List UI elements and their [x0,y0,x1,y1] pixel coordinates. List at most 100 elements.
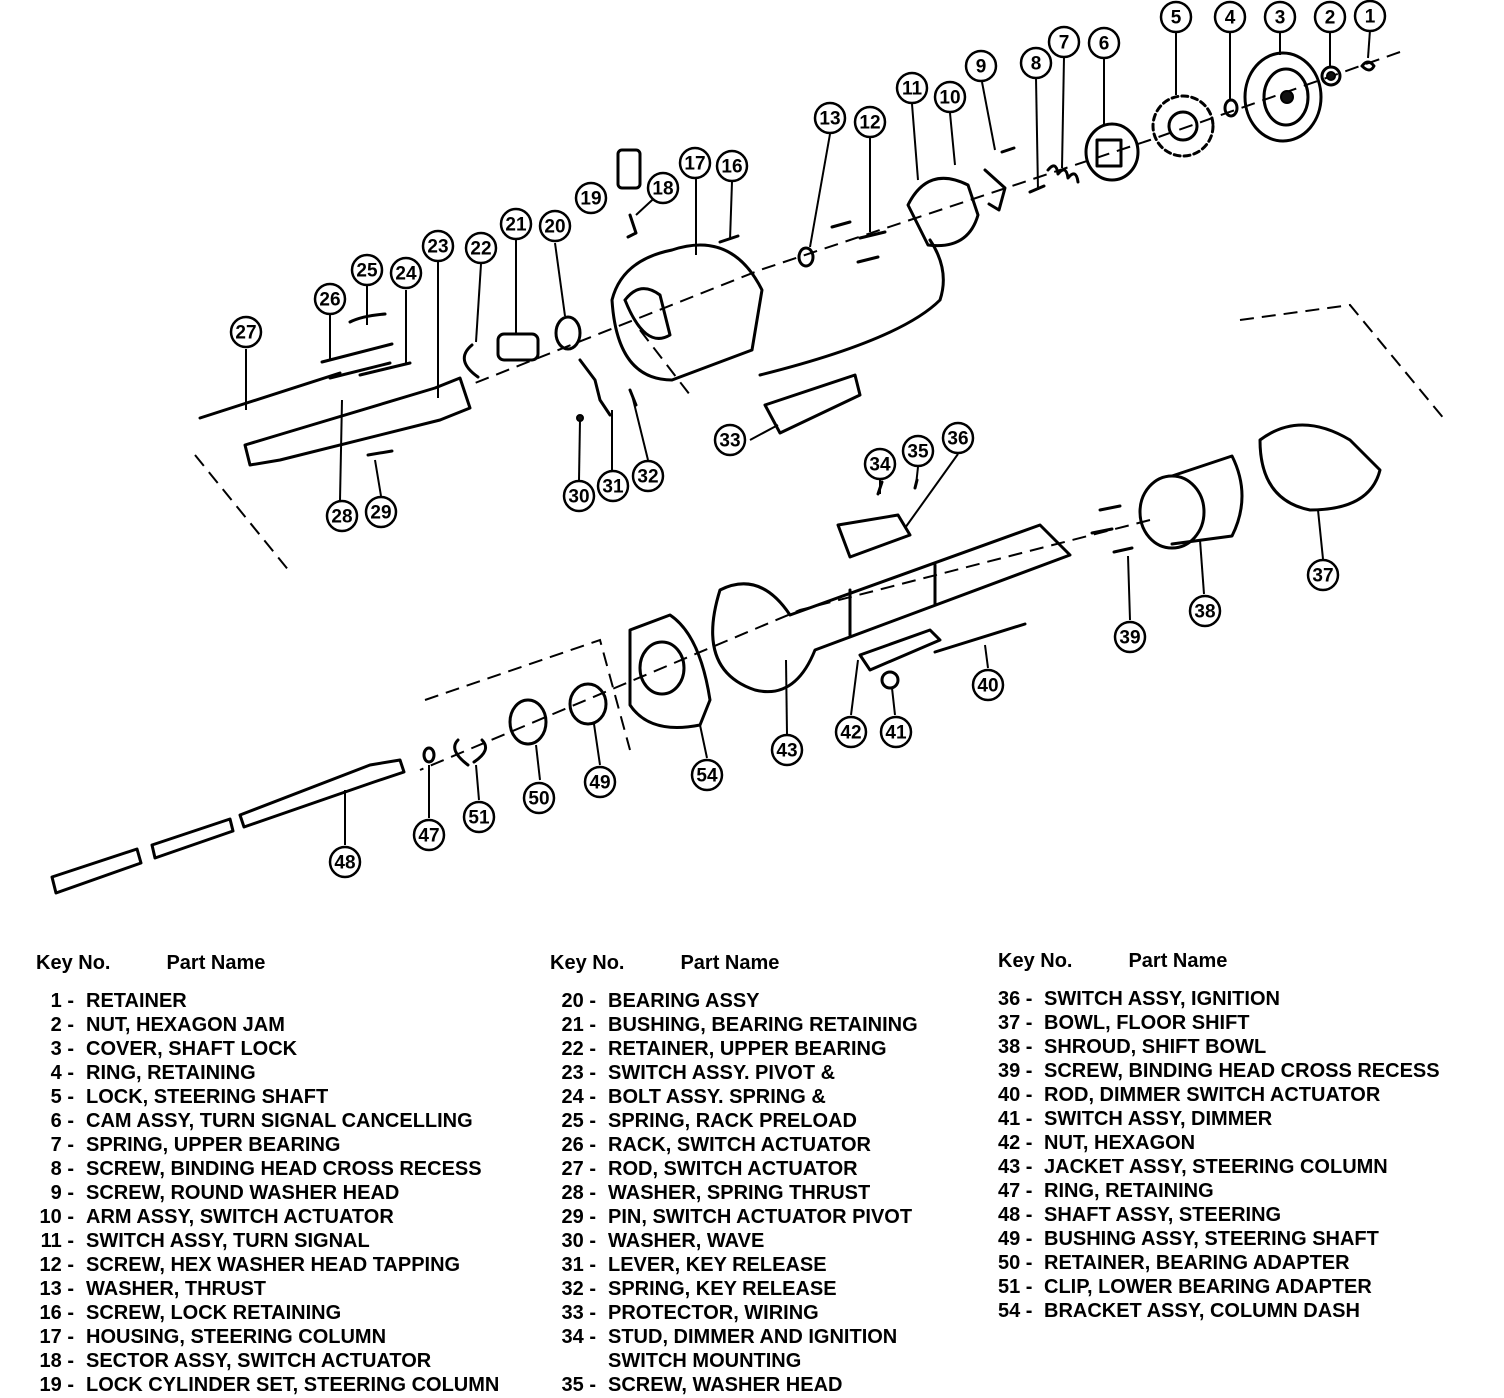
callout-54: 54 [690,758,724,792]
exploded-parts-diagram: 1 2 3 4 5 6 7 8 9 10 11 12 13 16 17 18 1… [50,0,1446,895]
callout-32: 32 [631,459,665,493]
legend-row: 38 -SHROUD, SHIFT BOWL [998,1035,1440,1059]
legend-row: 18 -SECTOR ASSY, SWITCH ACTUATOR [36,1349,499,1373]
legend-part-name: BOLT ASSY. SPRING & [608,1086,826,1108]
callout-3: 3 [1263,0,1297,34]
legend-row: 24 -BOLT ASSY. SPRING & [550,1085,918,1109]
legend-key-number: 19 - [39,1374,74,1396]
svg-text:27: 27 [235,323,256,344]
legend-row: 41 -SWITCH ASSY, DIMMER [998,1107,1440,1131]
legend-part-name: PIN, SWITCH ACTUATOR PIVOT [608,1206,913,1228]
legend-key-number: 4 - [50,1062,74,1084]
svg-text:5: 5 [1171,8,1182,29]
svg-text:42: 42 [840,723,861,744]
part-column-dash-bracket [628,613,712,729]
callout-2: 2 [1313,0,1347,34]
part-bearing-adapter-retainer [508,698,548,746]
callout-20: 20 [538,209,572,243]
callout-48: 48 [328,845,362,879]
legend-part-name: BRACKET ASSY, COLUMN DASH [1044,1300,1360,1322]
legend-header-name: Part Name [1128,950,1228,972]
callout-1: 1 [1353,0,1387,33]
svg-text:30: 30 [568,487,589,508]
legend-row: 2 -NUT, HEXAGON JAM [36,1013,499,1037]
legend-row: 9 -SCREW, ROUND WASHER HEAD [36,1181,499,1205]
svg-text:13: 13 [819,109,840,130]
legend-row: 7 -SPRING, UPPER BEARING [36,1133,499,1157]
svg-text:21: 21 [505,215,527,236]
legend-row: 48 -SHAFT ASSY, STEERING [998,1203,1440,1227]
svg-text:25: 25 [356,261,378,282]
legend-part-name: SWITCH ASSY, DIMMER [1044,1108,1273,1130]
legend-key-number: 51 - [998,1276,1033,1298]
svg-text:35: 35 [907,442,929,463]
part-steering-column-housing [610,243,764,382]
callout-30: 30 [562,479,596,513]
callout-26: 26 [313,282,347,316]
part-shift-bowl-shroud [1138,454,1244,550]
part-switch-actuator-sector [626,213,638,239]
svg-text:43: 43 [776,741,797,762]
legend-part-name: ROD, DIMMER SWITCH ACTUATOR [1044,1084,1381,1106]
lower-axis-line [419,519,1151,771]
svg-text:40: 40 [977,676,998,697]
legend-row: 13 -WASHER, THRUST [36,1277,499,1301]
legend-key-number: 39 - [998,1060,1033,1082]
legend-row: SWITCH MOUNTING [550,1349,918,1373]
legend-key-number: 20 - [561,990,596,1012]
legend-key-number: 21 - [561,1014,596,1036]
part-thrust-washer [797,246,815,268]
legend-key-number: 34 - [561,1326,596,1348]
callout-25: 25 [350,253,384,287]
legend-row: 28 -WASHER, SPRING THRUST [550,1181,918,1205]
part-steering-shaft [50,758,406,895]
callout-29: 29 [364,495,398,529]
legend-header: Key No. Part Name [998,950,1440,973]
callout-43: 43 [770,733,804,767]
legend-key-number: 1 - [50,990,74,1012]
legend-header-key: Key No. [36,952,111,974]
callout-24: 24 [389,256,423,290]
callout-40: 40 [971,668,1005,702]
legend-key-number: 31 - [561,1254,596,1276]
legend-part-name: SWITCH MOUNTING [608,1350,802,1372]
legend-part-name: RING, RETAINING [1044,1180,1214,1202]
legend-part-name: COVER, SHAFT LOCK [86,1038,298,1060]
legend-part-name: STUD, DIMMER AND IGNITION [608,1326,898,1348]
part-turn-signal-cam [1084,122,1140,182]
callout-33: 33 [713,423,747,457]
legend-part-name: SHAFT ASSY, STEERING [1044,1204,1282,1226]
legend-key-number: 23 - [561,1062,596,1084]
svg-text:26: 26 [319,290,340,311]
legend-row: 3 -COVER, SHAFT LOCK [36,1037,499,1061]
legend-part-name: BEARING ASSY [608,990,760,1012]
callout-5: 5 [1159,0,1193,34]
callout-9: 9 [964,49,998,83]
part-lower-bearing-clip [453,738,488,767]
legend-part-name: CLIP, LOWER BEARING ADAPTER [1044,1276,1372,1298]
legend-column-3: Key No. Part Name 36 -SWITCH ASSY, IGNIT… [998,950,1440,1323]
callout-28: 28 [325,499,359,533]
legend-row: 37 -BOWL, FLOOR SHIFT [998,1011,1440,1035]
legend-header-key: Key No. [550,952,625,974]
legend-part-name: WASHER, WAVE [608,1230,765,1252]
callout-22: 22 [464,231,498,265]
part-pivot-and-switch [198,312,472,467]
legend-part-name: SCREW, BINDING HEAD CROSS RECESS [1044,1060,1440,1082]
legend-row: 5 -LOCK, STEERING SHAFT [36,1085,499,1109]
svg-text:10: 10 [939,88,960,109]
legend-part-name: RETAINER, UPPER BEARING [608,1038,887,1060]
legend-key-number: 22 - [561,1038,596,1060]
part-lower-retaining-ring [422,746,436,764]
legend-key-number: 50 - [998,1252,1033,1274]
callout-49: 49 [583,765,617,799]
svg-text:51: 51 [468,808,490,829]
legend-row: 36 -SWITCH ASSY, IGNITION [998,987,1440,1011]
callout-13: 13 [813,101,847,135]
svg-text:20: 20 [544,217,565,238]
lower-bearing-boundary [424,638,631,751]
legend-row: 39 - SCREW, BINDING HEAD CROSS RECESS [998,1059,1440,1083]
callout-17: 17 [678,146,712,180]
part-retaining-ring-upper [1223,98,1239,118]
part-key-release-components [576,358,638,422]
